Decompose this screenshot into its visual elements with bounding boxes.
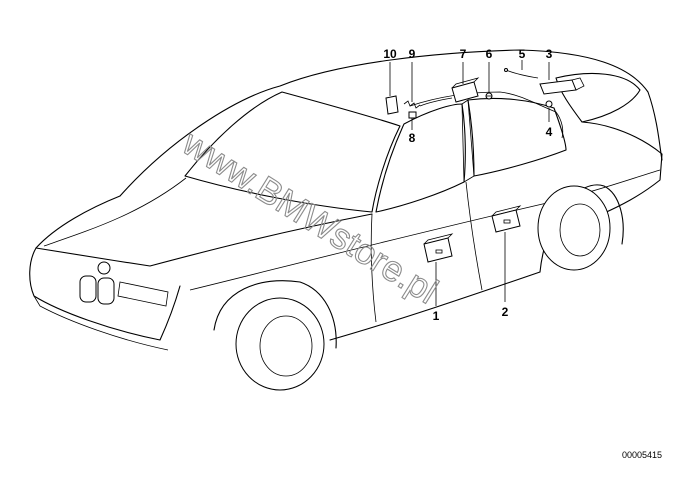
rear-window: [555, 73, 641, 123]
bmw-roundel: [97, 261, 111, 275]
callout-4[interactable]: 4: [546, 125, 553, 139]
car-roof-outline: [119, 49, 663, 197]
callout-labels: 1 2 3 4 5 6 7 8 9 10: [383, 47, 552, 323]
callout-10[interactable]: 10: [383, 47, 397, 61]
hood-outline: [35, 195, 373, 267]
door-crease: [189, 169, 661, 291]
front-bumper: [29, 247, 181, 341]
front-wheel: [213, 280, 337, 391]
callout-7[interactable]: 7: [460, 47, 467, 61]
part-7-control-unit[interactable]: [419, 77, 480, 107]
front-door-seam: [370, 213, 377, 323]
kidney-grille-right: [97, 277, 115, 305]
catalog-number: 00005415: [622, 450, 662, 460]
part-6-screw[interactable]: [485, 92, 493, 100]
callout-9[interactable]: 9: [409, 47, 416, 61]
callout-3[interactable]: 3: [546, 47, 553, 61]
part-4-nut[interactable]: [545, 100, 553, 108]
rocker-panel: [329, 271, 541, 341]
part-5-cable[interactable]: [504, 68, 539, 79]
parts-group: [385, 68, 585, 263]
part-8-connector[interactable]: [408, 111, 417, 119]
bumper-line: [33, 295, 169, 351]
callout-8[interactable]: 8: [409, 131, 416, 145]
roof-wiring-harness: [409, 91, 564, 139]
callout-2[interactable]: 2: [502, 305, 509, 319]
callout-6[interactable]: 6: [486, 47, 493, 61]
b-pillar: [461, 99, 475, 183]
rear-door-seam: [465, 181, 483, 291]
callout-1[interactable]: 1: [433, 309, 440, 323]
windshield: [184, 91, 401, 213]
leader-lines: [389, 60, 550, 306]
car-body-illustration: [29, 49, 663, 391]
part-3-module[interactable]: [539, 77, 585, 95]
headlight: [117, 281, 169, 307]
hood-crease: [43, 177, 187, 247]
rear-door-window: [467, 97, 567, 177]
rear-wheel: [537, 184, 624, 273]
callout-5[interactable]: 5: [519, 47, 526, 61]
front-door-window: [375, 103, 466, 213]
part-10-bracket[interactable]: [385, 95, 399, 115]
kidney-grille-left: [79, 275, 97, 303]
part-2-control-unit[interactable]: [491, 205, 522, 233]
part-1-control-unit[interactable]: [423, 233, 454, 263]
watermark-text: www.BMWstore.pl: [175, 121, 445, 311]
rear-body-outline: [581, 121, 663, 215]
part-9-spring[interactable]: [403, 100, 421, 109]
